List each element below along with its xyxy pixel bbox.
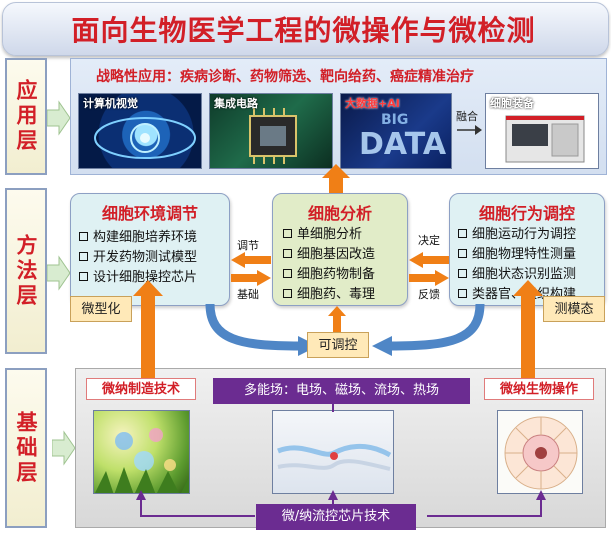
layer-method-label: 方法层 <box>14 233 38 309</box>
tile-label-computer-vision: 计算机视觉 <box>83 97 138 110</box>
tile-label-cell-equipment: 细胞装备 <box>490 97 534 110</box>
layer-foundation: 基础层 <box>5 368 47 528</box>
eye-icon <box>94 117 196 159</box>
strategy-text: 战略性应用：疾病诊断、药物筛选、靶向给药、癌症精准治疗 <box>96 69 474 85</box>
svg-text:BIG: BIG <box>381 112 408 128</box>
micro-nano-bio-op-tag: 微纳生物操作 <box>484 378 594 400</box>
cell-wheel-icon <box>504 416 578 490</box>
controllable-tag: 可调控 <box>307 332 369 358</box>
arrow-decide <box>409 252 449 268</box>
checkbox-icon <box>79 232 88 241</box>
list-item: 细胞状态识别监测 <box>458 265 604 285</box>
checkbox-icon <box>458 269 467 278</box>
side-arrow-method <box>47 255 71 291</box>
title-bar <box>2 2 609 56</box>
tile-label-integrated-circuit: 集成电路 <box>214 97 258 110</box>
chip-tech-bar: 微/纳流控芯片技术 <box>256 504 416 530</box>
multi-field-bar: 多能场：电场、磁场、流场、热场 <box>213 378 470 404</box>
page-title: 面向生物医学工程的微操作与微检测 <box>71 14 536 47</box>
side-arrow-application <box>47 100 71 136</box>
checkbox-icon <box>79 272 88 281</box>
checkbox-icon <box>283 229 292 238</box>
list-item: 细胞药物制备 <box>283 265 407 285</box>
checkbox-icon <box>458 289 467 298</box>
list-item: 设计细胞操控芯片 <box>79 268 229 288</box>
up-arrow-right <box>513 280 543 380</box>
tile-computer-vision: 计算机视觉 <box>78 93 202 169</box>
arrow-basis <box>231 270 271 286</box>
side-arrow-foundation <box>52 430 76 466</box>
fusion-arrow <box>457 125 482 135</box>
list-item: 细胞基因改造 <box>283 245 407 265</box>
tile-label-big-data: 大数据+AI <box>345 97 400 110</box>
checkbox-icon <box>79 252 88 261</box>
micro-nano-fabrication-tag: 微纳制造技术 <box>86 378 196 400</box>
up-arrow-application <box>322 164 350 194</box>
label-basis: 基础 <box>237 288 259 301</box>
miniaturize-tag: 微型化 <box>70 296 132 322</box>
image-micro-fabrication <box>93 410 190 494</box>
box-cell-environment-title: 细胞环境调节 <box>101 204 198 223</box>
list-item: 细胞运动行为调控 <box>458 225 604 245</box>
measure-mode-tag: 测模态 <box>543 296 605 322</box>
list-item: 细胞物理特性测量 <box>458 245 604 265</box>
box-cell-behavior-title: 细胞行为调控 <box>478 204 575 223</box>
list-item: 单细胞分析 <box>283 225 407 245</box>
checkbox-icon <box>283 269 292 278</box>
instrument-icon <box>505 115 585 163</box>
box-cell-analysis: 细胞分析 单细胞分析 细胞基因改造 细胞药物制备 细胞药、毒理 <box>272 193 408 306</box>
arrow-feedback <box>409 270 449 286</box>
label-regulate: 调节 <box>237 239 259 252</box>
tile-integrated-circuit: 集成电路 <box>209 93 333 169</box>
microfluidic-channel-icon <box>277 444 392 471</box>
image-bio-operation <box>497 410 583 494</box>
arrow-regulate <box>231 252 271 268</box>
controllable-up-arrow <box>328 306 346 332</box>
checkbox-icon <box>458 249 467 258</box>
tile-cell-equipment: 细胞装备 <box>485 93 599 169</box>
image-microfluidic-chip <box>272 410 394 494</box>
list-item: 构建细胞培养环境 <box>79 228 229 248</box>
box-cell-analysis-title: 细胞分析 <box>307 204 372 223</box>
list-item: 细胞药、毒理 <box>283 285 407 305</box>
layer-application: 应用层 <box>5 58 47 175</box>
layer-foundation-label: 基础层 <box>14 410 38 486</box>
label-decide: 决定 <box>418 234 440 247</box>
up-arrow-left <box>133 280 163 380</box>
chip-tech-connectors <box>136 404 546 517</box>
svg-text:DATA: DATA <box>359 127 447 162</box>
checkbox-icon <box>283 249 292 258</box>
chip-icon <box>249 108 297 164</box>
layer-application-label: 应用层 <box>14 79 38 154</box>
tile-big-data: DATA BIG 大数据+AI <box>340 93 452 169</box>
checkbox-icon <box>458 229 467 238</box>
label-feedback: 反馈 <box>418 288 440 301</box>
micro-structure-icon <box>95 428 189 493</box>
checkbox-icon <box>283 289 292 298</box>
layer-method: 方法层 <box>5 188 47 354</box>
fusion-label: 融合 <box>456 110 478 123</box>
list-item: 开发药物测试模型 <box>79 248 229 268</box>
data-icon: DATA BIG <box>359 112 447 162</box>
